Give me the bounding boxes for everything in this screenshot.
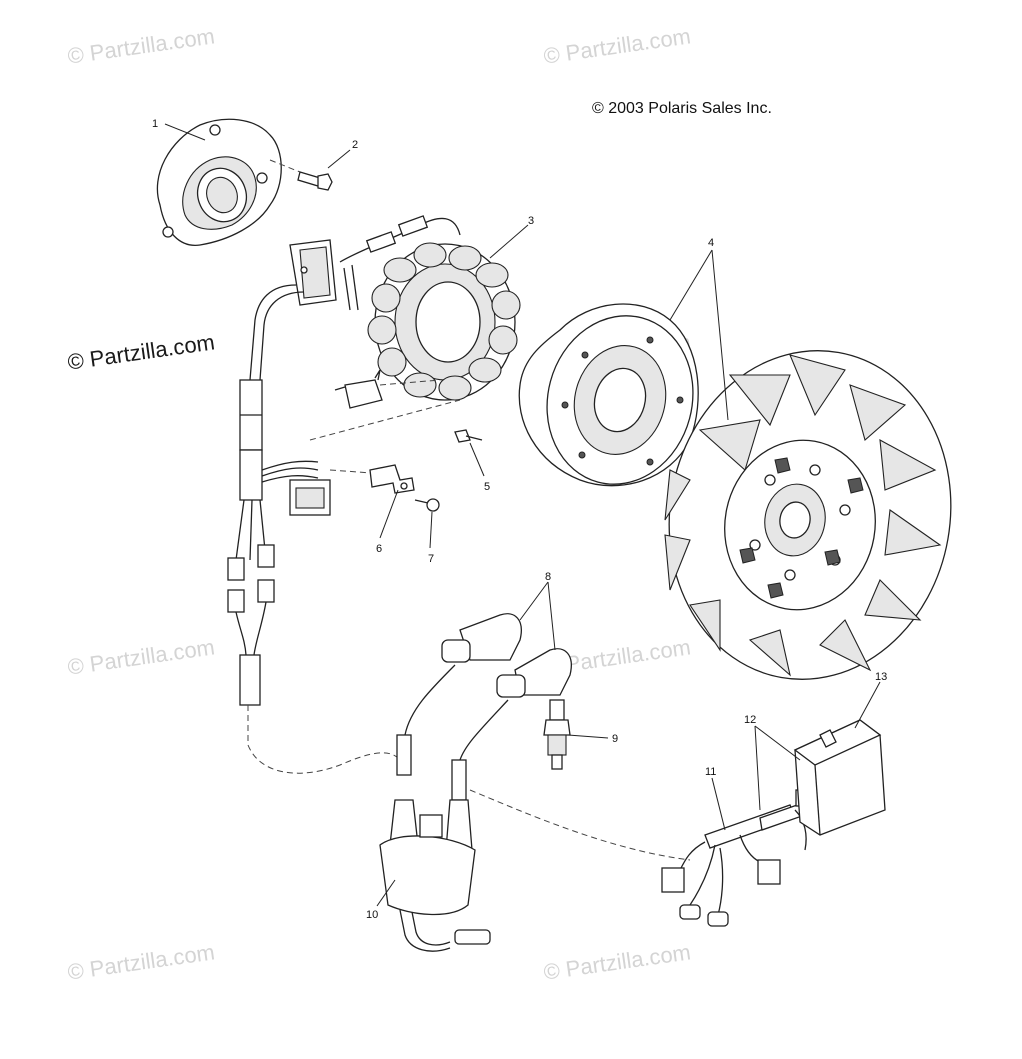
callout-7: 7 (428, 553, 434, 565)
spark-plug-caps (404, 613, 572, 761)
flywheel-fan (664, 350, 952, 680)
callout-1: 1 (152, 118, 158, 130)
callout-13: 13 (875, 671, 887, 683)
spark-plug (543, 699, 571, 770)
callout-11: 11 (705, 766, 716, 778)
cdi-module (793, 719, 886, 836)
callout-9: 9 (612, 733, 618, 745)
screw (454, 429, 483, 443)
leader-lines (164, 123, 881, 907)
callout-6: 6 (376, 543, 382, 555)
copyright-notice: © 2003 Polaris Sales Inc. (592, 100, 772, 117)
stator-lead-wires (339, 215, 461, 311)
screw-bolt (269, 159, 333, 191)
callout-12: 12 (744, 714, 756, 726)
flywheel-magnet-ring (518, 303, 699, 487)
callout-5: 5 (484, 481, 490, 493)
screw (414, 498, 440, 512)
callout-labels: 1 2 3 4 5 6 7 8 9 10 11 12 13 (152, 118, 887, 921)
callout-3: 3 (528, 215, 534, 227)
wire-harness (227, 284, 401, 774)
ignition-coil (379, 734, 491, 952)
callout-10: 10 (366, 909, 378, 921)
callout-4: 4 (708, 237, 714, 249)
pickup-sensor (334, 369, 441, 409)
callout-8: 8 (545, 571, 551, 583)
mounting-plate (156, 118, 282, 246)
callout-2: 2 (352, 139, 358, 151)
wire-grommet (289, 239, 337, 306)
cdi-harness (661, 789, 813, 927)
bracket (369, 464, 415, 494)
stator (367, 242, 521, 401)
